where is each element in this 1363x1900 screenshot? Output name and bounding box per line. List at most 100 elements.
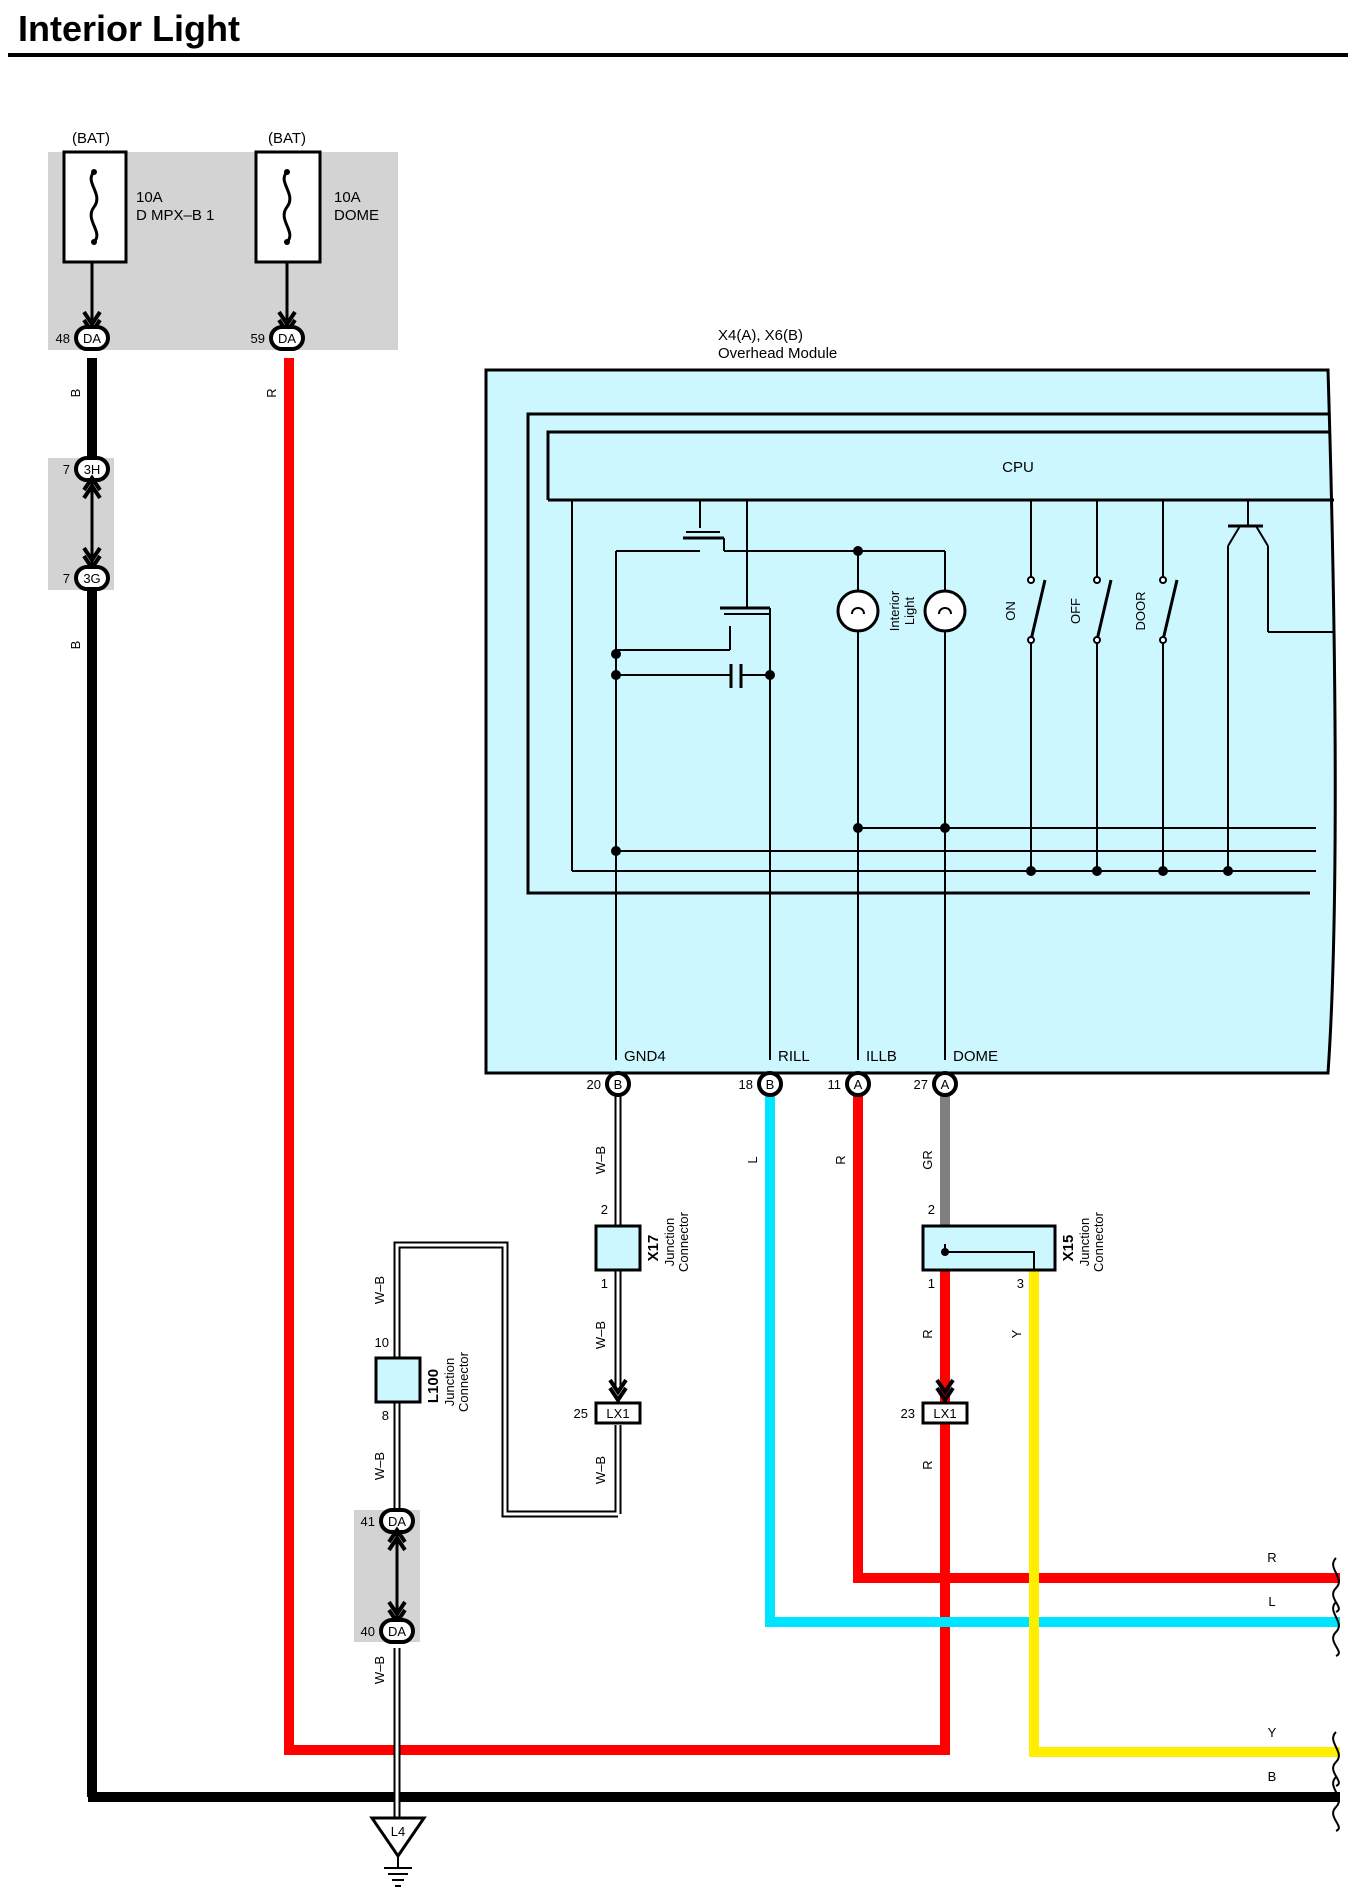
wires <box>87 358 1340 1840</box>
connector-lx1-25: LX1 25 <box>574 1401 642 1425</box>
lamp-label-1: Interior <box>887 590 902 631</box>
switch-label-on: ON <box>1003 601 1018 621</box>
terminal-pin-11: A 11 <box>828 1071 871 1097</box>
overhead-module-box <box>484 368 1337 1075</box>
switch-label-off: OFF <box>1068 598 1083 624</box>
svg-text:LX1: LX1 <box>606 1406 629 1421</box>
svg-text:18: 18 <box>739 1077 753 1092</box>
svg-text:Y: Y <box>1009 1329 1024 1338</box>
svg-text:R: R <box>833 1155 848 1164</box>
svg-text:B: B <box>68 389 83 398</box>
svg-text:27: 27 <box>914 1077 928 1092</box>
svg-text:Junction: Junction <box>1077 1218 1092 1266</box>
svg-text:B: B <box>766 1077 775 1092</box>
svg-text:48: 48 <box>56 331 70 346</box>
module-id: X4(A), X6(B) <box>718 327 803 344</box>
svg-text:Junction: Junction <box>662 1218 677 1266</box>
svg-text:W–B: W–B <box>372 1452 387 1480</box>
svg-text:LX1: LX1 <box>933 1406 956 1421</box>
svg-text:B: B <box>614 1077 623 1092</box>
connector-lx1-23: LX1 23 <box>901 1401 969 1425</box>
svg-text:3: 3 <box>1017 1276 1024 1291</box>
svg-text:Connector: Connector <box>1091 1211 1106 1272</box>
terminal-gnd4: GND4 <box>624 1048 666 1065</box>
page-title: Interior Light <box>18 8 240 49</box>
svg-text:8: 8 <box>382 1408 389 1423</box>
svg-text:R: R <box>920 1460 935 1469</box>
fuse-1-name: D MPX–B 1 <box>136 207 214 224</box>
svg-text:W–B: W–B <box>593 1146 608 1174</box>
module-transistors <box>615 500 1334 1060</box>
svg-text:W–B: W–B <box>593 1456 608 1484</box>
svg-text:X17: X17 <box>645 1235 662 1262</box>
svg-text:R: R <box>264 388 279 397</box>
svg-text:A: A <box>941 1077 950 1092</box>
svg-text:59: 59 <box>251 331 265 346</box>
svg-text:2: 2 <box>601 1202 608 1217</box>
terminal-rill: RILL <box>778 1048 810 1065</box>
svg-text:Connector: Connector <box>456 1351 471 1412</box>
right-exit-labels: R L Y B <box>1267 1550 1276 1784</box>
terminal-pin-20: B 20 <box>587 1071 631 1097</box>
fuse-1-rating: 10A <box>136 189 163 206</box>
connector-da-59: DA 59 <box>251 325 305 351</box>
fuse-1-source: (BAT) <box>72 130 110 147</box>
junction-connector-x15: 2 1 3 X15 Junction Connector <box>921 1202 1106 1291</box>
wire-color-labels: B B R W–B L R GR W–B W–B W–B W–B W–B R Y… <box>68 388 1024 1684</box>
svg-text:W–B: W–B <box>372 1276 387 1304</box>
fuse-2-rating: 10A <box>334 189 361 206</box>
terminal-illb: ILLB <box>866 1048 897 1065</box>
wire-r-illb <box>853 1096 1340 1583</box>
svg-text:W–B: W–B <box>593 1321 608 1349</box>
svg-text:L: L <box>1268 1594 1275 1609</box>
svg-text:DA: DA <box>388 1624 406 1639</box>
svg-text:W–B: W–B <box>372 1656 387 1684</box>
module-internal-frame <box>526 412 1334 895</box>
svg-text:L: L <box>745 1156 760 1163</box>
connector-da-41: DA 41 <box>361 1508 415 1534</box>
svg-text:A: A <box>854 1077 863 1092</box>
wire-y-x15 <box>1029 1270 1340 1757</box>
svg-text:Y: Y <box>1268 1725 1277 1740</box>
ground-l4: L4 <box>369 1816 427 1887</box>
svg-text:1: 1 <box>601 1276 608 1291</box>
fuse-dome: (BAT) 10A DOME <box>254 130 379 322</box>
cpu-label: CPU <box>1002 459 1034 476</box>
svg-text:25: 25 <box>574 1406 588 1421</box>
svg-text:B: B <box>1268 1769 1277 1784</box>
svg-text:DA: DA <box>83 331 101 346</box>
fuse-2-name: DOME <box>334 207 379 224</box>
svg-text:Junction: Junction <box>442 1358 457 1406</box>
svg-text:L4: L4 <box>391 1824 405 1839</box>
svg-text:7: 7 <box>63 571 70 586</box>
module-junction-dots <box>611 546 1233 876</box>
svg-text:41: 41 <box>361 1514 375 1529</box>
svg-text:3H: 3H <box>84 462 101 477</box>
wire-r-dome <box>284 358 950 1755</box>
svg-text:R: R <box>1267 1550 1276 1565</box>
fuse-2-source: (BAT) <box>268 130 306 147</box>
svg-text:X15: X15 <box>1060 1235 1077 1262</box>
svg-text:R: R <box>920 1329 935 1338</box>
terminal-pin-27: A 27 <box>914 1071 958 1097</box>
interior-light-lamp-1-icon <box>836 589 880 633</box>
svg-text:2: 2 <box>928 1202 935 1217</box>
svg-text:20: 20 <box>587 1077 601 1092</box>
fuse-d-mpx-b1: (BAT) 10A D MPX–B 1 <box>62 130 214 322</box>
interior-light-lamp-2-icon <box>923 589 967 633</box>
svg-text:7: 7 <box>63 462 70 477</box>
connector-3g: 3G 7 <box>63 565 110 591</box>
terminal-dome: DOME <box>953 1048 998 1065</box>
svg-text:11: 11 <box>828 1077 842 1092</box>
module-name: Overhead Module <box>718 345 837 362</box>
junction-connector-x17: 2 1 X17 Junction Connector <box>594 1202 691 1291</box>
connector-3h: 3H 7 <box>63 456 110 482</box>
svg-text:Connector: Connector <box>676 1211 691 1272</box>
svg-text:23: 23 <box>901 1406 915 1421</box>
terminal-pin-18: B 18 <box>739 1071 783 1097</box>
svg-text:DA: DA <box>278 331 296 346</box>
svg-text:L100: L100 <box>425 1369 442 1403</box>
lamp-label-2: Light <box>902 597 917 626</box>
connector-da-48: DA 48 <box>56 325 110 351</box>
